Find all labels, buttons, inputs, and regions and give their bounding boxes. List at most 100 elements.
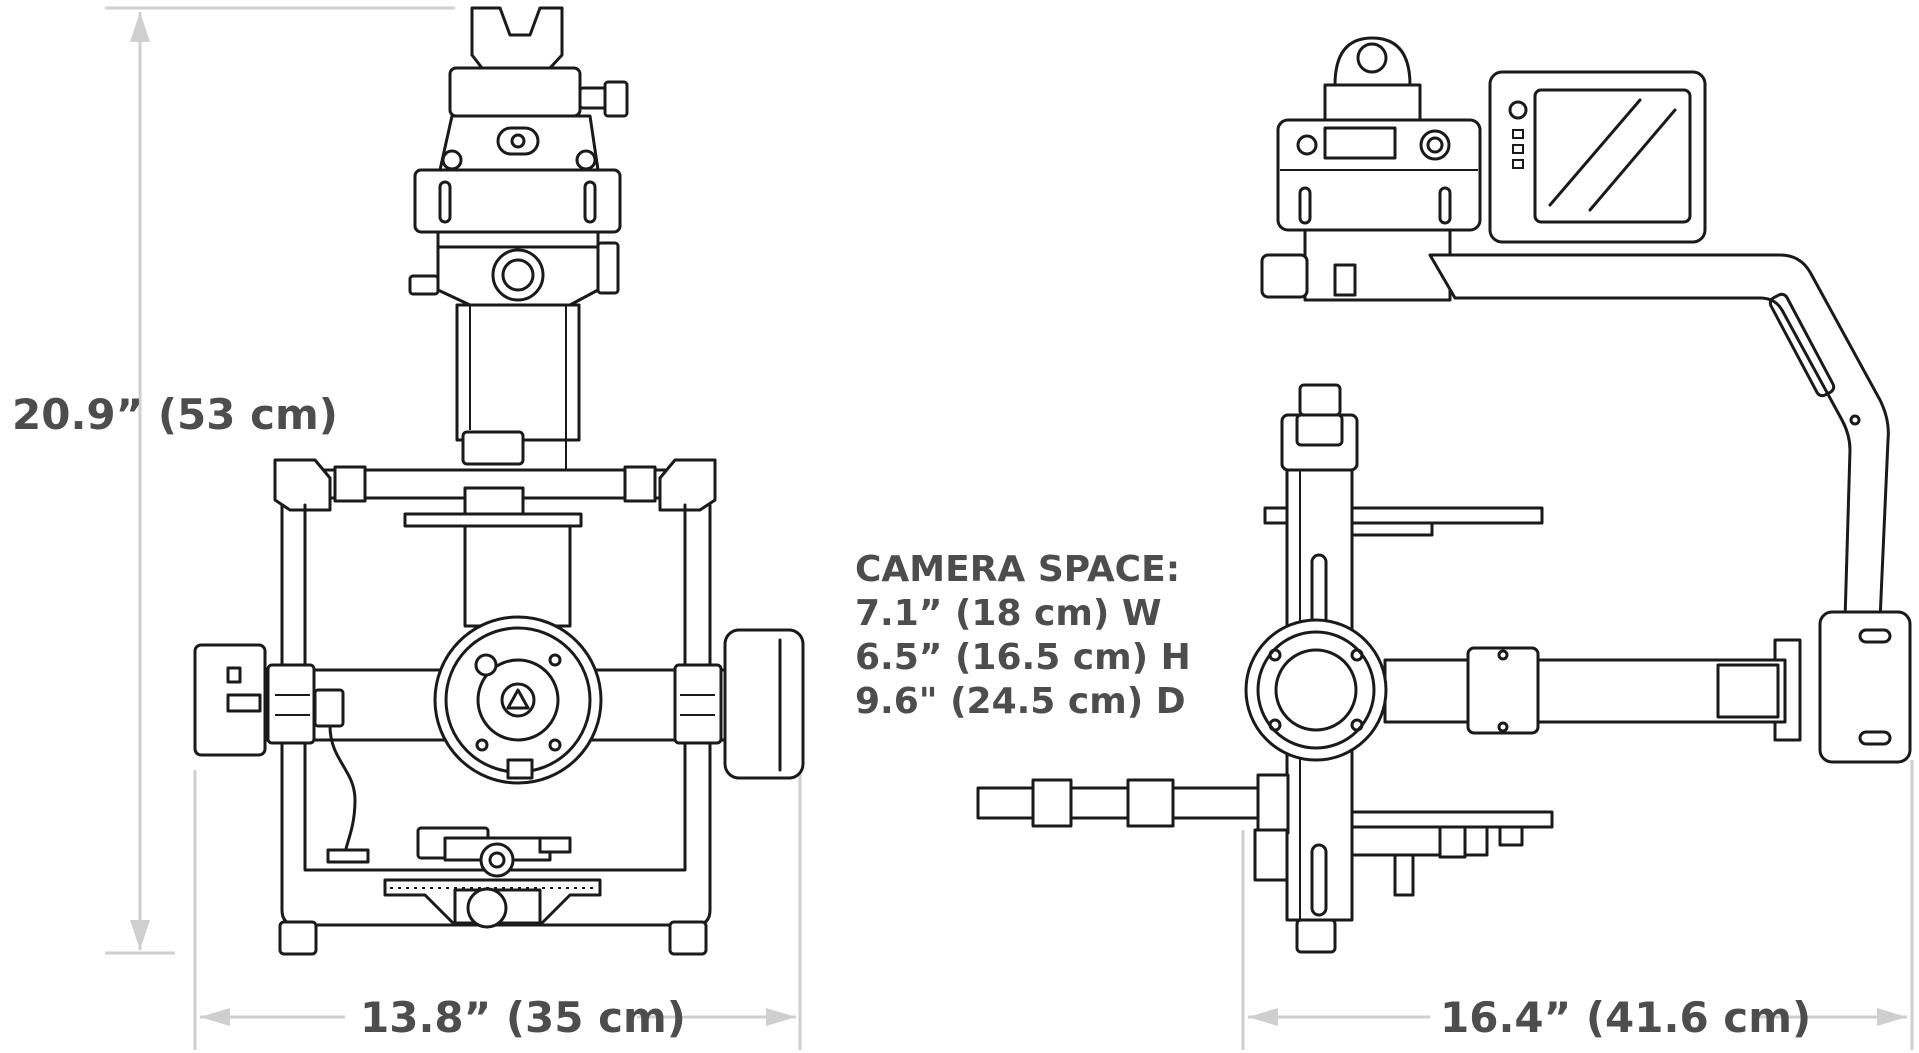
side-post-foot <box>1295 918 1337 954</box>
tilt-motor-outer <box>433 615 603 785</box>
motor-bolt-1 <box>474 653 498 677</box>
roll-disc <box>403 512 583 528</box>
base-knob-top <box>479 842 515 878</box>
side-support-arm <box>1428 253 1890 622</box>
arm-screw <box>1849 414 1861 426</box>
roll-motor-block <box>1818 610 1912 764</box>
side-front-arm <box>976 786 1260 820</box>
vertical-post <box>455 303 581 442</box>
side-motor-bolt-1 <box>1268 648 1282 662</box>
side-top-plate-stub <box>1263 506 1289 525</box>
tilt-slot-left <box>438 180 452 224</box>
pan-side-knob-right <box>596 241 620 295</box>
monitor-btn-2 <box>1512 144 1524 154</box>
side-post-top-knob <box>1298 383 1342 417</box>
dimension-lines <box>105 6 1914 1050</box>
monitor-glare-1 <box>1548 98 1642 207</box>
pan-motor-cap-inner <box>501 258 535 292</box>
roll-block-slot-2 <box>1858 730 1892 746</box>
motor-bolt-4 <box>548 738 562 752</box>
depth-arrow-right <box>1877 1008 1907 1026</box>
top-clamp <box>470 6 564 70</box>
depth-arrow-left <box>1248 1008 1278 1026</box>
cable <box>328 724 357 857</box>
tilt-motor-logo <box>506 688 530 710</box>
gimbal-side-view <box>976 36 1912 954</box>
cable-end <box>326 848 370 864</box>
tilt-slot-right <box>583 180 597 224</box>
side-tilt-motor <box>1244 618 1388 762</box>
camera-space-height: 6.5” (16.5 cm) H <box>855 637 1191 678</box>
side-front-arm-clamp-2 <box>1126 778 1175 828</box>
base-clamp-screw <box>538 836 572 854</box>
side-motor-bolt-3 <box>1268 718 1282 732</box>
side-tilt-motor-hub <box>1274 648 1358 732</box>
camera-space-width: 7.1” (18 cm) W <box>855 593 1162 634</box>
cross-bar-clamp-left <box>273 458 332 512</box>
arm-slot <box>1768 292 1836 398</box>
width-dimension-label: 13.8” (35 cm) <box>360 993 686 1042</box>
side-top-plate-rail <box>1350 521 1434 537</box>
receiver-port <box>226 693 262 713</box>
upper-head-button <box>496 126 540 156</box>
side-front-arm-clamp-1 <box>1031 778 1073 828</box>
side-head-knob-inner <box>1426 136 1444 154</box>
clamp-base <box>448 66 582 118</box>
depth-dimension-label: 16.4” (41.6 cm) <box>1440 993 1812 1042</box>
motor-tab <box>506 758 534 780</box>
cable-connector <box>313 688 345 728</box>
side-bottom-leg <box>1393 853 1415 897</box>
side-post-slot-bottom <box>1310 843 1328 917</box>
width-arrow-left <box>200 1008 230 1026</box>
receiver-led <box>226 666 242 684</box>
height-dimension-label: 20.9” (53 cm) <box>12 390 338 439</box>
motor-bolt-3 <box>475 738 489 752</box>
pan-side-knob-left <box>408 274 440 296</box>
pan-motor-cap <box>491 248 545 302</box>
camera-space-title: CAMERA SPACE: <box>855 549 1181 590</box>
gimbal-front-view <box>193 6 805 956</box>
height-arrow-bottom <box>130 920 150 950</box>
width-arrow-right <box>766 1008 796 1026</box>
cross-bar-clamp-right <box>658 458 717 512</box>
side-front-arm-mount <box>1256 773 1290 835</box>
tilt-clamp-left <box>266 663 316 745</box>
side-arm-clamp-screw-1 <box>1497 649 1509 661</box>
tilt-plate <box>436 230 600 249</box>
camera-space-block: CAMERA SPACE: 7.1” (18 cm) W 6.5” (16.5 … <box>855 548 1191 724</box>
side-bottom-tab <box>1438 825 1467 859</box>
cross-bar-block-left <box>333 465 367 503</box>
roll-arm-body <box>463 524 572 628</box>
side-top-knob-inner <box>1356 42 1388 74</box>
cross-bar-block-right <box>623 465 657 503</box>
side-motor-bolt-4 <box>1350 718 1364 732</box>
side-bottom-block <box>1350 825 1489 857</box>
base-knob-top-inner <box>488 851 506 869</box>
motor-bolt-2 <box>548 653 562 667</box>
side-top-knob <box>1333 36 1412 87</box>
side-arm-end <box>1716 663 1780 719</box>
side-head-slot-1 <box>1298 186 1312 225</box>
side-head-slot-2 <box>1438 186 1452 225</box>
monitor-power-button <box>1508 100 1528 120</box>
base-knob-bottom <box>466 887 508 929</box>
upper-head-button-dot <box>510 133 526 149</box>
side-head-led <box>1296 134 1318 156</box>
monitor-btn-3 <box>1512 159 1524 169</box>
side-arm-clamp-screw-2 <box>1497 721 1509 733</box>
post-collar <box>461 430 525 466</box>
side-head-display <box>1323 126 1397 160</box>
roll-block-slot-1 <box>1858 628 1892 644</box>
monitor-glare-2 <box>1588 108 1677 212</box>
tilt-motor-center <box>500 682 536 718</box>
foot-right <box>668 920 708 956</box>
side-arm-clamp <box>1466 646 1540 735</box>
side-bottom-plate <box>1350 810 1554 829</box>
monitor <box>1488 70 1707 244</box>
monitor-screen <box>1533 88 1692 224</box>
side-top-plate <box>1350 506 1544 525</box>
side-bottom-tab-2 <box>1498 825 1524 847</box>
monitor-btn-1 <box>1512 129 1524 139</box>
